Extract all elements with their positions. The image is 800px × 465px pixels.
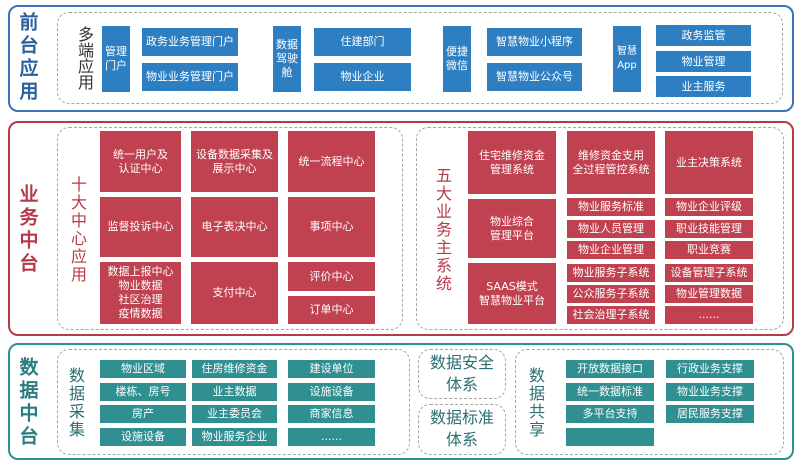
frontend-layer	[8, 5, 794, 112]
system-item: SAAS模式 智慧物业平台	[468, 263, 556, 324]
front-item: 物业业务管理门户	[142, 63, 238, 91]
five-systems-panel	[416, 127, 784, 330]
front-group-label: 数据驾驶舱	[273, 26, 301, 92]
share-item: 居民服务支撑	[666, 405, 754, 423]
center-item: 订单中心	[288, 296, 375, 324]
business-layer-title: 业务中台	[16, 184, 39, 276]
front-item: 业主服务	[656, 76, 751, 97]
multi-terminal-title: 多端应用	[75, 26, 94, 90]
center-item: 统一流程中心	[288, 131, 375, 192]
center-item: 监督投诉中心	[100, 197, 181, 257]
front-group-label: 便捷微信	[443, 26, 471, 92]
front-group-label: 智慧App	[613, 26, 641, 92]
collect-item: 物业区域	[100, 360, 186, 378]
front-group-label: 管理门户	[102, 26, 130, 92]
front-item: 智慧物业小程序	[487, 28, 582, 56]
collect-item: 业主数据	[192, 383, 277, 401]
collect-item: 建设单位	[288, 360, 375, 378]
front-item: 物业企业	[314, 63, 411, 91]
front-item: 住建部门	[314, 28, 411, 56]
system-item: 职业竞赛	[665, 241, 753, 259]
center-item: 支付中心	[191, 262, 278, 324]
share-item	[566, 428, 654, 446]
data-layer-title: 数据中台	[16, 357, 39, 449]
front-item: 智慧物业公众号	[487, 63, 582, 91]
collect-item: 楼栋、房号	[100, 383, 186, 401]
data-standard-title: 数据标准 体系	[429, 408, 494, 449]
data-collect-panel	[57, 349, 410, 455]
system-item: 设备管理子系统	[665, 264, 753, 282]
data-share-title: 数据共享	[526, 366, 545, 439]
business-layer	[8, 121, 794, 336]
center-item: 数据上报中心 物业数据 社区治理 疫情数据	[100, 262, 181, 324]
system-item: 物业服务标准	[567, 198, 655, 216]
collect-item: 设施设备	[288, 383, 375, 401]
center-item: 事项中心	[288, 197, 375, 257]
system-item: 物业企业评级	[665, 198, 753, 216]
system-item: 公众服务子系统	[567, 285, 655, 303]
frontend-layer-title: 前台应用	[16, 12, 39, 104]
share-item: 开放数据接口	[566, 360, 654, 378]
collect-item: 房产	[100, 405, 186, 423]
data-layer	[8, 343, 794, 460]
center-item: 统一用户及 认证中心	[100, 131, 181, 192]
collect-item: ......	[288, 428, 375, 446]
share-item: 行政业务支撑	[666, 360, 754, 378]
system-item: 业主决策系统	[665, 131, 753, 194]
system-item: 物业管理数据	[665, 285, 753, 303]
collect-item: 住房维修资金	[192, 360, 277, 378]
share-item: 物业业务支撑	[666, 383, 754, 401]
system-item: 职业技能管理	[665, 220, 753, 238]
system-item: 物业服务子系统	[567, 264, 655, 282]
front-item: 政务监管	[656, 25, 751, 46]
five-systems-title: 五大业务主系统	[433, 167, 452, 293]
data-standard-panel	[418, 404, 506, 455]
system-item: 住宅维修资金 管理系统	[468, 131, 556, 194]
data-collect-title: 数据采集	[66, 366, 85, 439]
center-item: 电子表决中心	[191, 197, 278, 257]
ten-centers-panel	[57, 127, 403, 330]
data-share-panel	[515, 349, 784, 455]
system-item: 物业综合 管理平台	[468, 199, 556, 258]
data-security-title: 数据安全 体系	[429, 353, 494, 394]
multi-terminal-panel	[57, 12, 783, 104]
collect-item: 业主委员会	[192, 405, 277, 423]
system-item: 社会治理子系统	[567, 306, 655, 324]
collect-item: 设施设备	[100, 428, 186, 446]
system-item: 物业企业管理	[567, 241, 655, 259]
system-item: 维修资金支用 全过程管控系统	[567, 131, 655, 194]
system-item: ......	[665, 306, 753, 324]
system-item: 物业人员管理	[567, 220, 655, 238]
center-item: 评价中心	[288, 262, 375, 291]
collect-item: 商家信息	[288, 405, 375, 423]
data-security-panel	[418, 349, 506, 399]
front-item: 物业管理	[656, 51, 751, 72]
ten-centers-title: 十大中心应用	[68, 176, 87, 284]
share-item: 统一数据标准	[566, 383, 654, 401]
collect-item: 物业服务企业	[192, 428, 277, 446]
center-item: 设备数据采集及 展示中心	[191, 131, 278, 192]
share-item: 多平台支持	[566, 405, 654, 423]
front-item: 政务业务管理门户	[142, 28, 238, 56]
